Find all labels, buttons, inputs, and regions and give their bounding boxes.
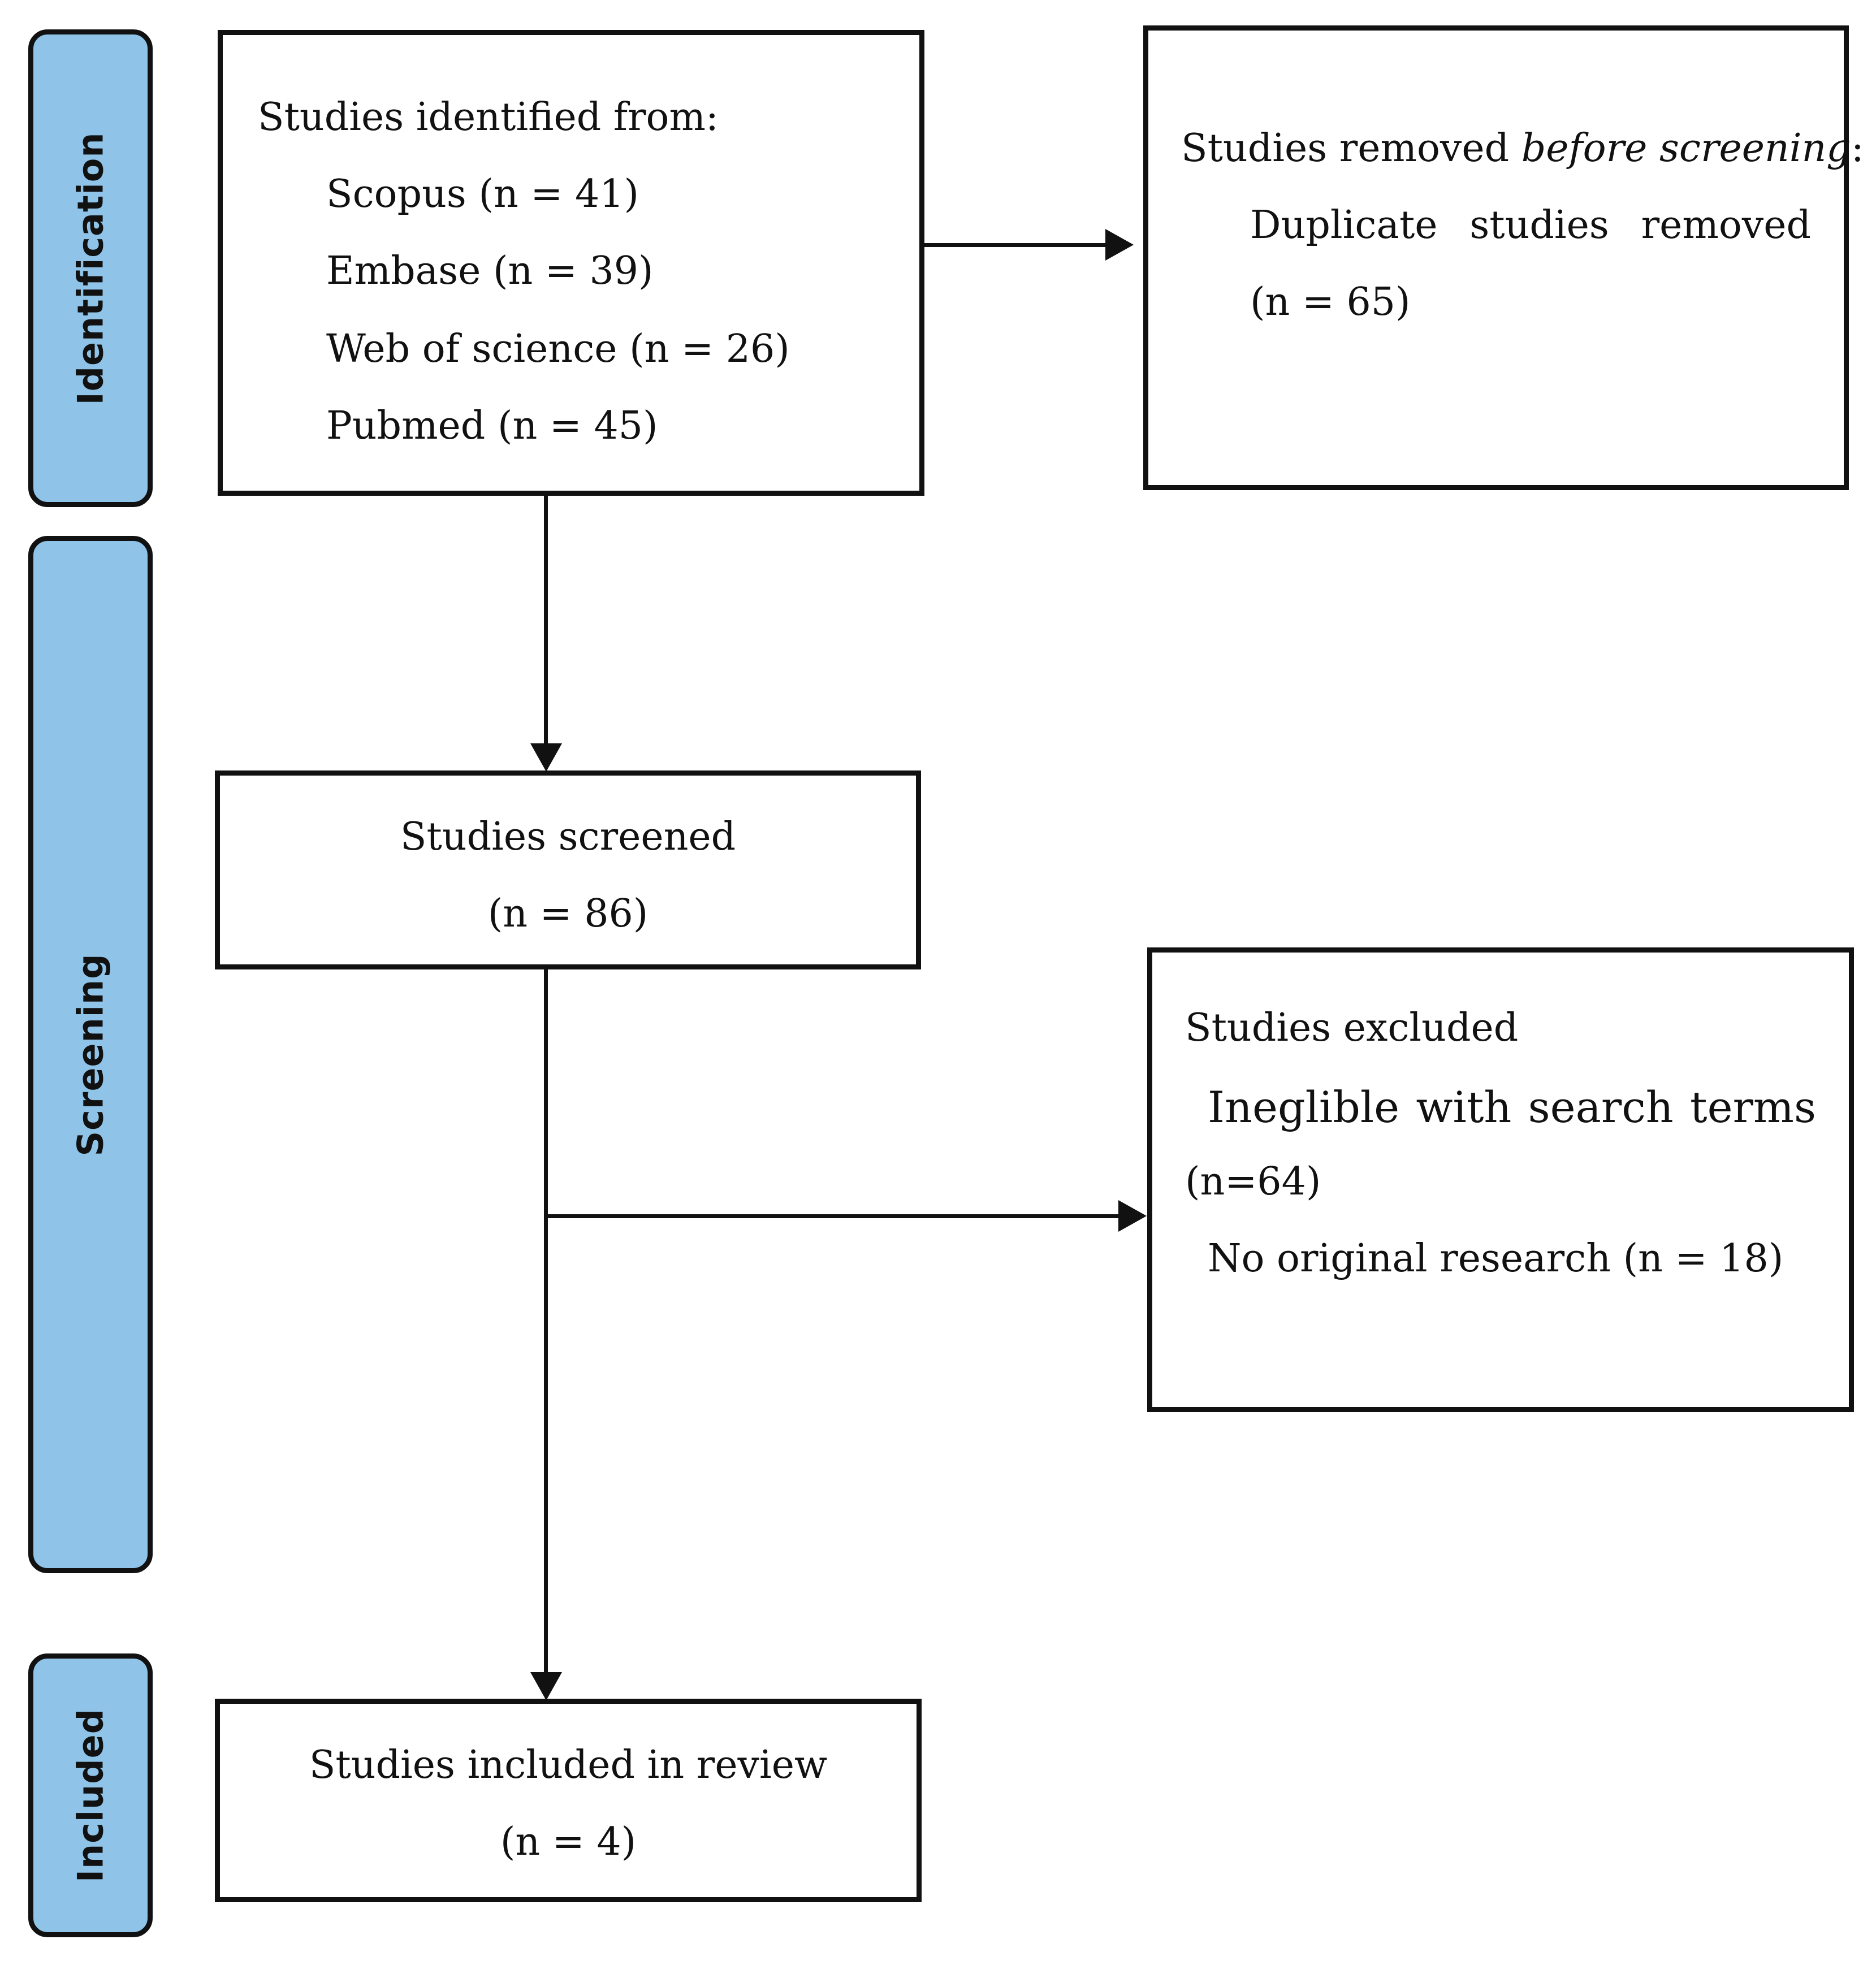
phase-included-label: Included — [70, 1708, 111, 1883]
connector-to-excluded — [544, 1214, 1121, 1218]
excluded-no-original: No original research (n = 18) — [1208, 1236, 1784, 1281]
phase-screening: Screening — [28, 536, 153, 1573]
screened-title: Studies screened — [400, 815, 736, 859]
removed-word-studies: studies — [1469, 203, 1609, 248]
identified-heading: Studies identified from: — [258, 95, 719, 140]
excluded-word-search: search — [1528, 1082, 1674, 1132]
removed-word-duplicate: Duplicate — [1250, 203, 1438, 248]
phase-identification: Identification — [28, 29, 153, 507]
included-title: Studies included in review — [309, 1743, 828, 1787]
source-scopus: Scopus (n = 41) — [326, 172, 639, 217]
excluded-count-ineligible: (n=64) — [1185, 1159, 1321, 1204]
arrowhead-to-removed — [1105, 229, 1134, 261]
arrowhead-to-included — [530, 1672, 562, 1700]
included-count: (n = 4) — [500, 1820, 637, 1864]
source-embase: Embase (n = 39) — [326, 249, 654, 293]
connector-identified-to-removed — [922, 243, 1114, 247]
phase-included: Included — [28, 1653, 153, 1937]
removed-heading-suffix: : — [1851, 126, 1864, 171]
source-pubmed: Pubmed (n = 45) — [326, 404, 658, 448]
removed-word-removed: removed — [1641, 203, 1811, 248]
phase-identification-label: Identification — [70, 132, 111, 405]
excluded-word-with: with — [1416, 1082, 1512, 1132]
identified-box: Studies identified from: Scopus (n = 41)… — [218, 30, 924, 496]
excluded-word-ineglible: Ineglible — [1208, 1082, 1400, 1132]
removed-box: Studies removed before screening: Duplic… — [1143, 25, 1864, 490]
phase-screening-label: Screening — [70, 953, 111, 1156]
removed-heading: Studies removed before screening: — [1181, 129, 1864, 168]
arrowhead-to-screened — [530, 743, 562, 772]
removed-heading-italic: before screening — [1521, 126, 1851, 171]
excluded-box: Studies excluded Ineglible with search t… — [1147, 947, 1854, 1412]
connector-screened-to-included — [544, 967, 548, 1676]
screened-count: (n = 86) — [487, 891, 649, 936]
connector-identified-to-screened — [544, 493, 548, 747]
excluded-line1: Ineglible with search terms — [1208, 1086, 1816, 1129]
source-web-of-science: Web of science (n = 26) — [326, 327, 790, 371]
removed-line1: Duplicate studies removed — [1250, 206, 1811, 245]
screened-box: Studies screened (n = 86) — [215, 770, 921, 969]
removed-heading-prefix: Studies removed — [1181, 126, 1521, 171]
arrowhead-to-excluded — [1118, 1200, 1147, 1232]
removed-count: (n = 65) — [1250, 280, 1411, 324]
excluded-heading: Studies excluded — [1185, 1006, 1519, 1050]
included-box: Studies included in review (n = 4) — [215, 1699, 922, 1902]
excluded-word-terms: terms — [1690, 1082, 1816, 1132]
